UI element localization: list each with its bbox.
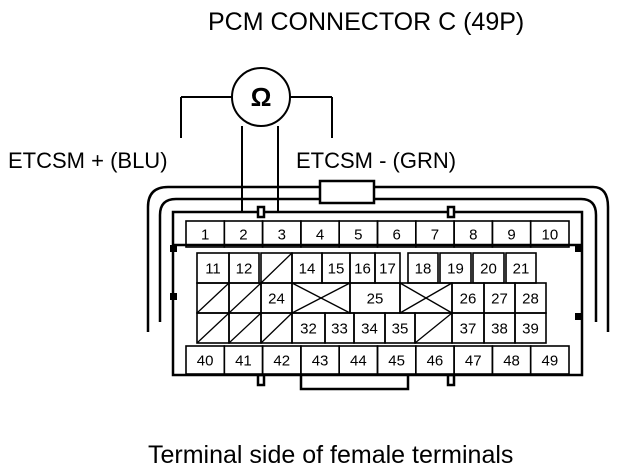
pin-number: 37	[460, 321, 477, 338]
pin-number: 4	[316, 227, 324, 244]
pin-number: 42	[273, 353, 290, 370]
pin-number: 1	[201, 227, 209, 244]
pin-number: 47	[465, 353, 482, 370]
pin-number: 44	[350, 353, 367, 370]
blank-cell-slash	[414, 312, 453, 344]
pin-number: 16	[354, 261, 371, 278]
pin-cell	[529, 345, 570, 375]
pin-number: 24	[268, 291, 285, 308]
blank-cell-cross	[399, 282, 453, 314]
pin-cell	[514, 312, 547, 344]
pin-number: 27	[491, 291, 508, 308]
pin-cell	[529, 220, 570, 248]
pin-number: 41	[235, 353, 252, 370]
pin-number: 25	[367, 291, 384, 308]
ohmmeter-circle	[231, 67, 291, 127]
pin-number: 35	[392, 321, 409, 338]
pin-number: 2	[239, 227, 247, 244]
pin-number: 3	[278, 227, 286, 244]
blank-cell-slash	[196, 312, 230, 344]
pin-number: 18	[415, 261, 432, 278]
blank-cell-slash	[260, 252, 293, 284]
pin-number: 28	[522, 291, 539, 308]
pin-number: 38	[491, 321, 508, 338]
pin-number: 21	[513, 261, 530, 278]
pin-number: 46	[427, 353, 444, 370]
probe-positive-label: ETCSM + (BLU)	[8, 148, 168, 173]
blank-cell-cross	[291, 282, 351, 314]
latch-marks	[170, 245, 582, 320]
caption-text: Terminal side of female terminals	[148, 441, 513, 469]
pin-number: 26	[460, 291, 477, 308]
pin-number: 45	[388, 353, 405, 370]
pin-number: 39	[522, 321, 539, 338]
pin-number: 40	[197, 353, 214, 370]
pin-number: 49	[542, 353, 559, 370]
connector-housing	[146, 179, 610, 391]
diagram-title: PCM CONNECTOR C (49P)	[208, 8, 524, 36]
ohmmeter	[180, 67, 333, 138]
pin-number: 33	[331, 321, 348, 338]
pin-number: 20	[480, 261, 497, 278]
probe-negative-label: ETCSM - (GRN)	[296, 148, 456, 173]
pin-grid	[185, 220, 570, 375]
pin-number: 9	[507, 227, 515, 244]
blank-cell	[414, 312, 453, 344]
pin-number: 11	[205, 261, 221, 278]
blank-cell-slash	[228, 312, 262, 344]
blank-cell-slash	[260, 312, 293, 344]
pin-number: 6	[392, 227, 400, 244]
pin-number: 15	[328, 261, 345, 278]
ohm-symbol: Ω	[251, 82, 272, 112]
pin-number: 43	[312, 353, 329, 370]
pin-number: 48	[503, 353, 520, 370]
pin-number: 7	[431, 227, 439, 244]
pin-number: 19	[447, 261, 464, 278]
blank-cell-slash	[196, 282, 230, 314]
blank-cell-slash	[228, 282, 262, 314]
pin-number: 34	[361, 321, 378, 338]
pin-number: 17	[379, 261, 396, 278]
pin-number: 5	[354, 227, 362, 244]
pin-number: 10	[542, 227, 559, 244]
pin-number: 12	[236, 261, 253, 278]
pin-number: 32	[300, 321, 317, 338]
pin-number: 14	[299, 261, 316, 278]
pin-number: 8	[469, 227, 477, 244]
